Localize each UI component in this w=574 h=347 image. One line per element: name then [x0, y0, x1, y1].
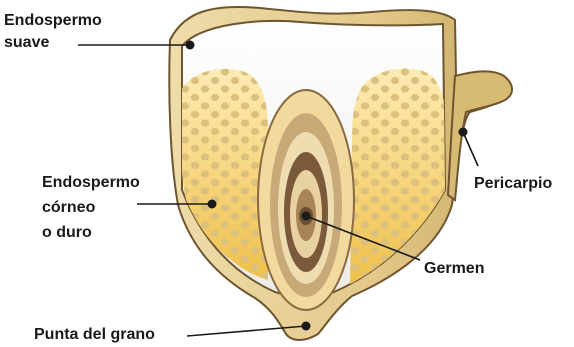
- label-pericarpio: Pericarpio: [474, 173, 552, 195]
- hard-endosperm-left-dots: [179, 69, 268, 280]
- label-punta-del-grano: Punta del grano: [34, 324, 155, 346]
- label-endospermo-corneo: Endospermo córneo o duro: [42, 170, 140, 245]
- label-endospermo-suave: Endospermo suave: [4, 10, 102, 54]
- label-germen: Germen: [424, 258, 484, 280]
